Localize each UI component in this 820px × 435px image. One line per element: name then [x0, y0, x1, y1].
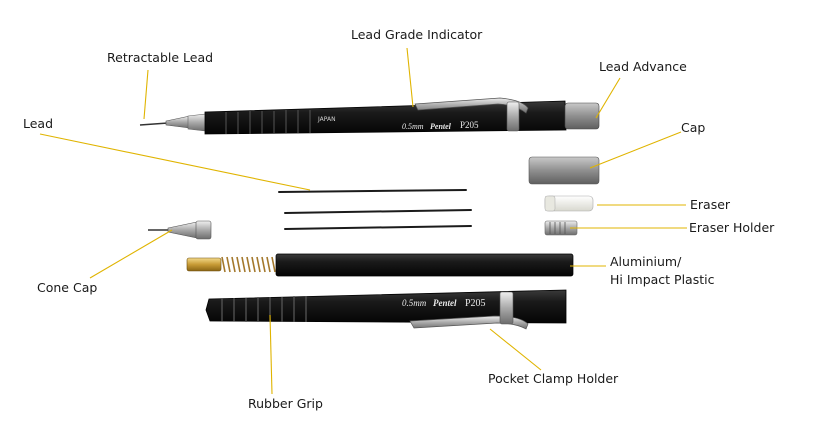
detached-cone-cap — [148, 220, 212, 240]
label-aluminium: Aluminium/ — [610, 254, 682, 269]
eraser-part — [544, 195, 594, 212]
label-lead: Lead — [23, 116, 53, 131]
label-retractable-lead: Retractable Lead — [107, 50, 213, 65]
spare-leads — [278, 189, 472, 230]
assembled-grip-rings — [225, 110, 311, 134]
lead-2 — [284, 209, 472, 214]
inner-tube — [275, 253, 574, 277]
assembled-lead-advance-cap — [564, 102, 600, 130]
leader-lines — [39, 47, 687, 395]
assembled-pocket-clip — [414, 97, 529, 114]
label-eraser: Eraser — [690, 197, 731, 212]
inner-mechanism — [186, 253, 574, 277]
label-pocket-clamp-holder: Pocket Clamp Holder — [488, 371, 619, 386]
assembled-cone-ring — [187, 113, 207, 132]
outer-barrel: 0.5mm Pentel P205 — [205, 289, 567, 330]
assembled-cone — [165, 115, 191, 129]
label-lead-grade-indicator: Lead Grade Indicator — [351, 27, 483, 42]
label-cap: Cap — [681, 120, 705, 135]
label-lead-advance: Lead Advance — [599, 59, 687, 74]
label-cone-cap: Cone Cap — [37, 280, 97, 295]
assembled-model-marking: P205 — [460, 120, 479, 130]
assembled-brand-marking: Pentel — [430, 122, 452, 131]
assembled-clamp-ring — [506, 101, 520, 132]
label-hi-impact-plastic: Hi Impact Plastic — [610, 272, 715, 287]
barrel-clamp-ring — [499, 291, 514, 325]
lead-1 — [278, 189, 467, 193]
barrel-model-marking: P205 — [465, 298, 486, 309]
barrel-size-marking: 0.5mm — [402, 298, 427, 308]
detached-cap — [528, 156, 600, 185]
lead-3 — [284, 225, 472, 230]
rubber-grip-rings — [221, 296, 307, 322]
barrel-brand-marking: Pentel — [433, 298, 457, 308]
assembled-pencil: JAPAN 0.5mm Pentel P205 — [139, 97, 600, 135]
retractable-lead-tip — [139, 122, 169, 126]
label-eraser-holder: Eraser Holder — [689, 220, 775, 235]
assembled-origin-marking: JAPAN — [317, 116, 336, 123]
spring — [221, 256, 276, 273]
assembled-size-marking: 0.5mm — [402, 122, 424, 131]
brass-chuck — [186, 257, 222, 272]
label-rubber-grip: Rubber Grip — [248, 396, 323, 411]
